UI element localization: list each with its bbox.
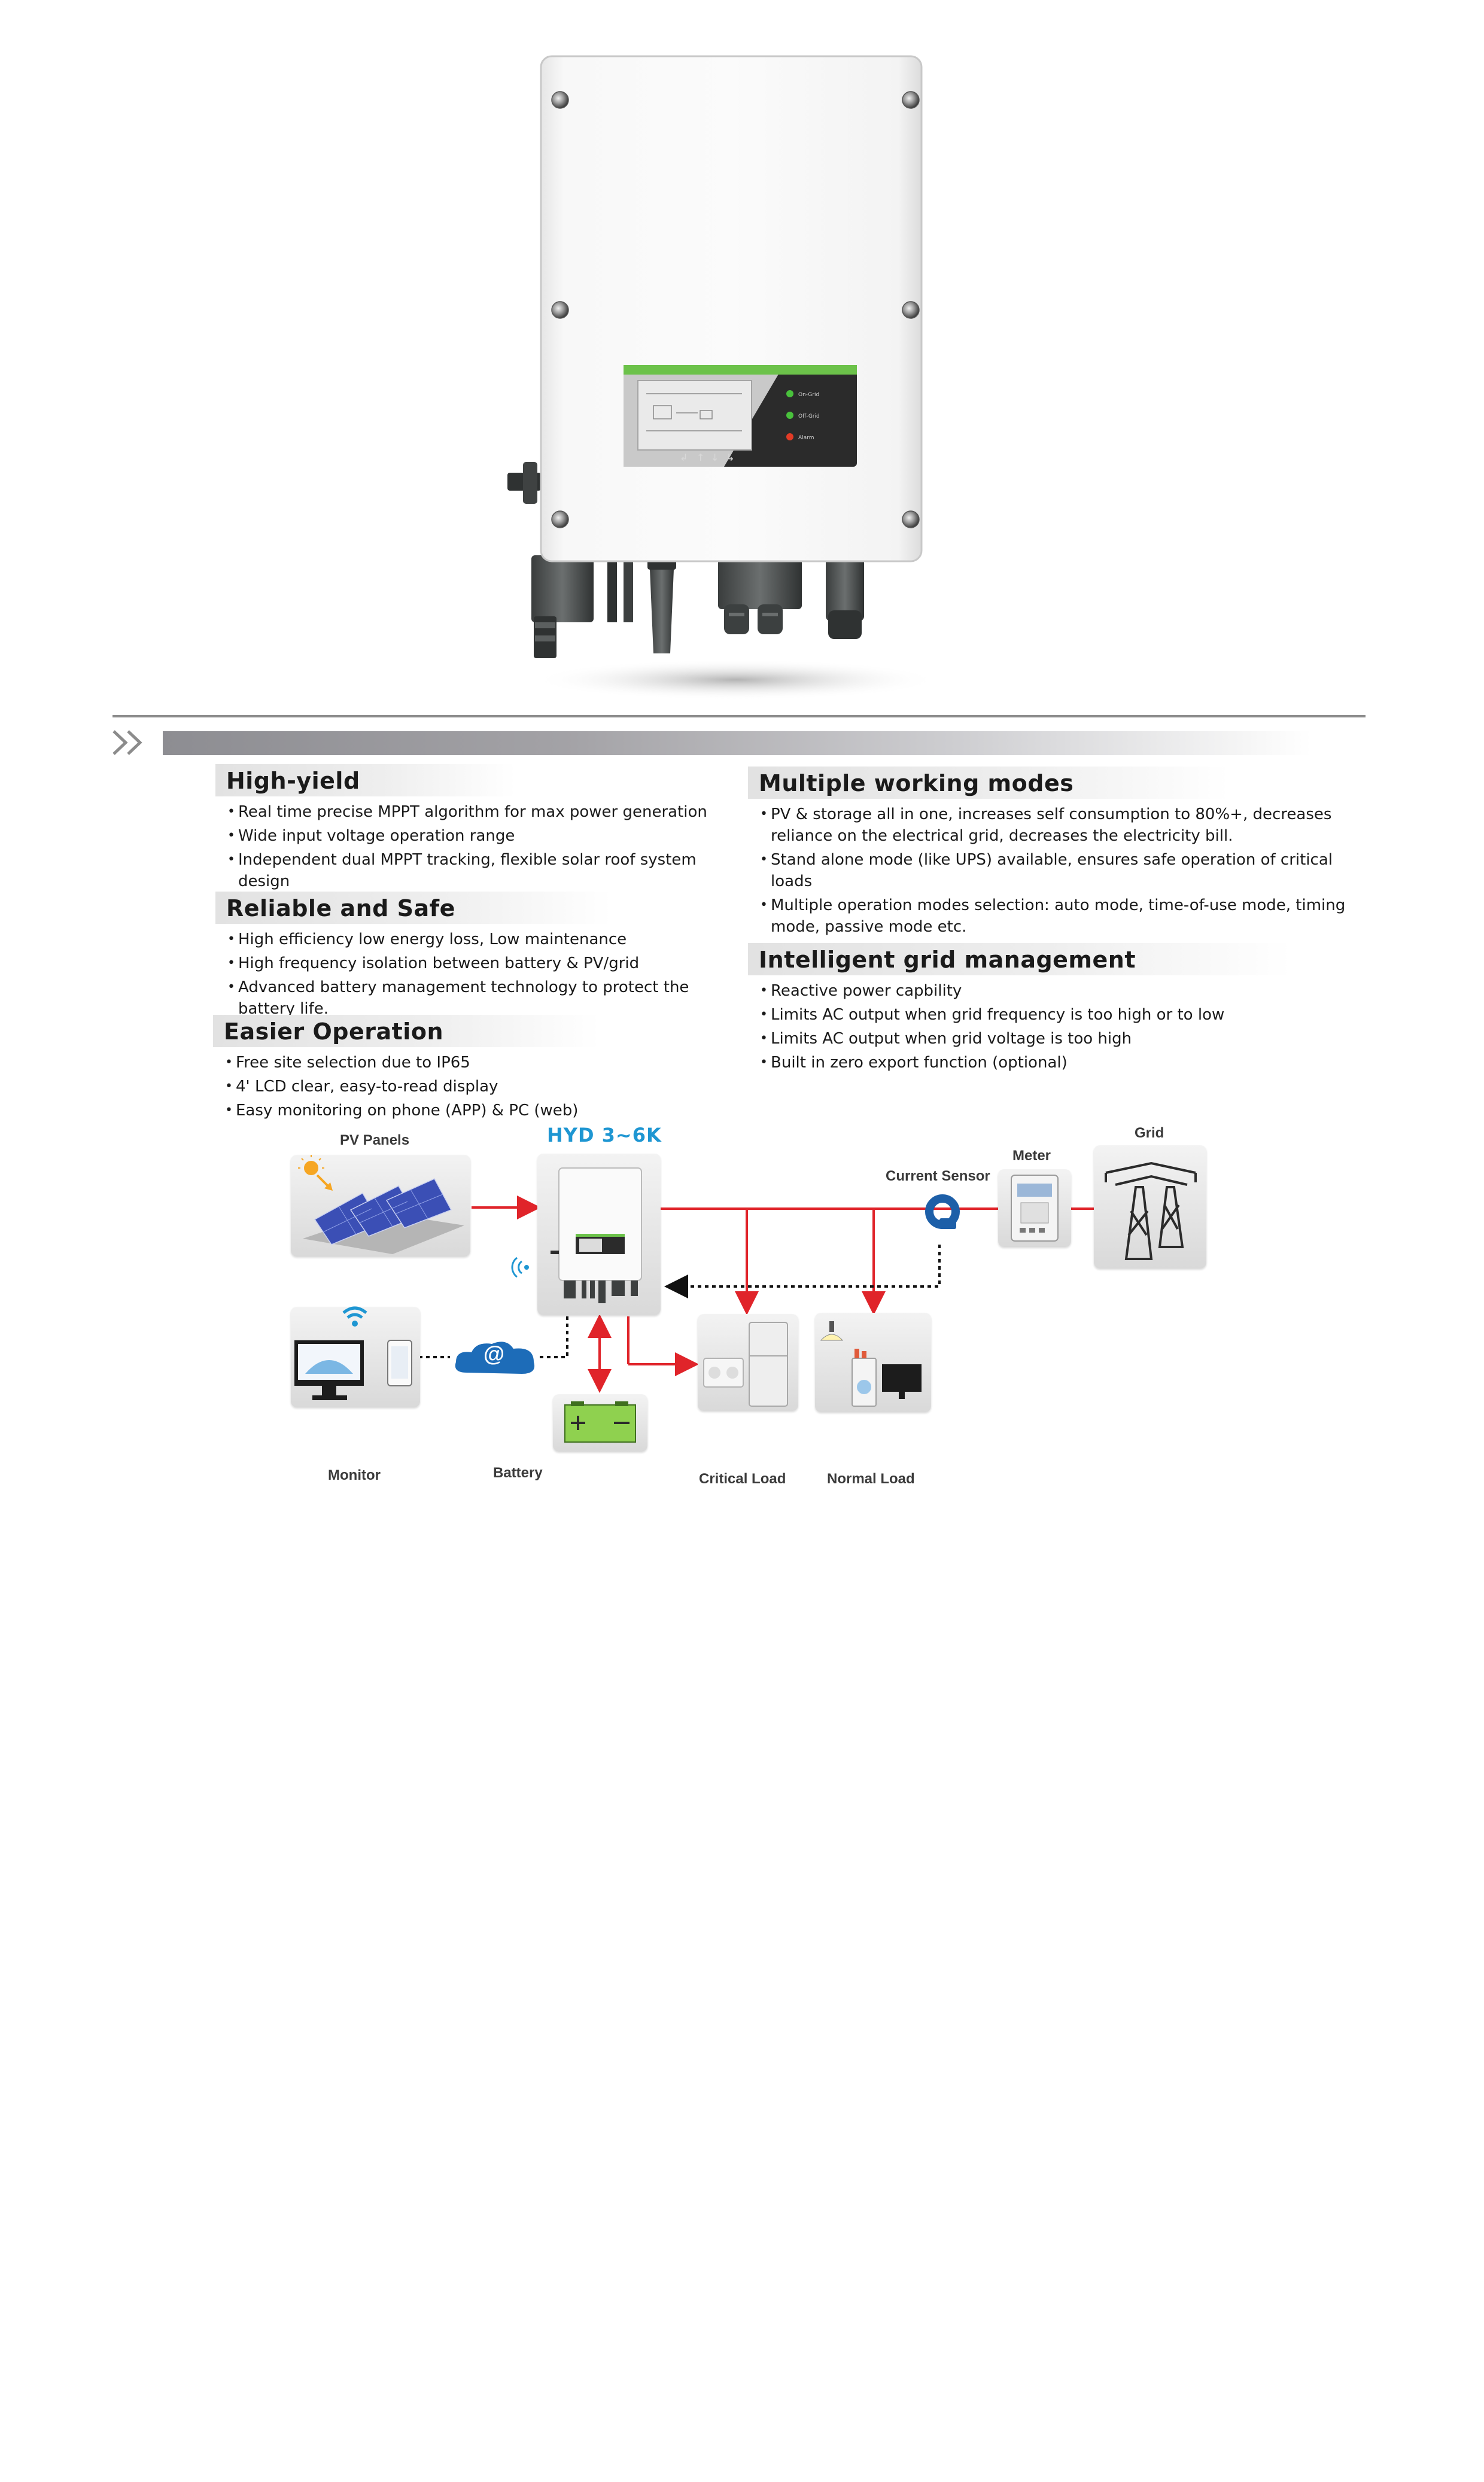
svg-text:↲: ↲	[680, 452, 688, 463]
feature-list: Real time precise MPPT algorithm for max…	[215, 801, 730, 892]
feature-item: Limits AC output when grid voltage is to…	[748, 1028, 1352, 1050]
feature-list: PV & storage all in one, increases self …	[748, 804, 1352, 938]
mounting-screws	[551, 91, 920, 528]
section-title: Multiple working modes	[748, 766, 1230, 799]
double-chevron-icon	[112, 730, 142, 755]
cloud-icon	[455, 1342, 535, 1374]
feature-item: High frequency isolation between battery…	[215, 953, 730, 974]
feature-easier-operation: Easier Operation Free site selection due…	[213, 1015, 728, 1124]
feature-item: Independent dual MPPT tracking, flexible…	[215, 849, 730, 892]
grid-tile	[1094, 1145, 1206, 1269]
feature-item: Real time precise MPPT algorithm for max…	[215, 801, 730, 823]
monitor-icon	[294, 1340, 412, 1400]
feature-item: Free site selection due to IP65	[213, 1052, 728, 1073]
battery-tile	[553, 1394, 647, 1452]
feature-grid-management: Intelligent grid management Reactive pow…	[748, 943, 1352, 1076]
feature-item: Multiple operation modes selection: auto…	[748, 895, 1352, 938]
section-title: High-yield	[215, 764, 516, 796]
svg-text:↑: ↑	[697, 452, 704, 463]
feature-list: Free site selection due to IP65 4' LCD c…	[213, 1052, 728, 1121]
feature-item: Limits AC output when grid frequency is …	[748, 1004, 1352, 1026]
indicator-label-alarm: Alarm	[798, 435, 814, 441]
feature-item: PV & storage all in one, increases self …	[748, 804, 1352, 847]
inverter-tile	[537, 1154, 661, 1315]
feature-item: Advanced battery management technology t…	[215, 977, 730, 1020]
section-divider	[112, 715, 1366, 717]
feature-reliable-safe: Reliable and Safe High efficiency low en…	[215, 892, 730, 1022]
feature-item: 4' LCD clear, easy-to-read display	[213, 1076, 728, 1097]
pv-panels-label: PV Panels	[340, 1132, 410, 1148]
critical-load-label: Critical Load	[699, 1471, 786, 1487]
feature-item: Easy monitoring on phone (APP) & PC (web…	[213, 1100, 728, 1121]
inverter-product-image: On-Grid Off-Grid Alarm ↲ ↑ ↓ ↳	[507, 55, 939, 700]
feature-item: Wide input voltage operation range	[215, 825, 730, 847]
feature-high-yield: High-yield Real time precise MPPT algori…	[215, 764, 730, 895]
critical-load-tile	[698, 1314, 798, 1411]
system-diagram: PV Panels HYD 3~6K Grid Meter Current Se…	[0, 1113, 1484, 1534]
feature-item: High efficiency low energy loss, Low mai…	[215, 929, 730, 950]
meter-tile	[998, 1169, 1071, 1247]
normal-load-label: Normal Load	[827, 1471, 915, 1487]
section-title: Reliable and Safe	[215, 892, 611, 924]
current-sensor-icon	[925, 1194, 960, 1229]
feature-item: Built in zero export function (optional)	[748, 1052, 1352, 1073]
bottom-connectors	[531, 555, 864, 658]
cloud-at-symbol: @	[483, 1342, 505, 1366]
panel-buttons: ↲ ↑ ↓ ↳	[680, 452, 734, 463]
indicator-label-ongrid: On-Grid	[798, 392, 819, 398]
monitor-label: Monitor	[328, 1467, 381, 1483]
control-panel: On-Grid Off-Grid Alarm ↲ ↑ ↓ ↳	[624, 365, 857, 467]
feature-item: Stand alone mode (like UPS) available, e…	[748, 849, 1352, 892]
wireless-signal-icon	[511, 1257, 529, 1278]
inverter-body	[540, 55, 923, 562]
wifi-icon	[342, 1306, 367, 1327]
feature-working-modes: Multiple working modes PV & storage all …	[748, 766, 1352, 940]
meter-label: Meter	[1012, 1148, 1051, 1164]
battery-label: Battery	[493, 1465, 543, 1481]
svg-text:↳: ↳	[726, 452, 734, 463]
meter-icon	[1011, 1175, 1059, 1242]
appliances-icon	[820, 1321, 922, 1407]
section-title: Easier Operation	[213, 1015, 599, 1047]
solar-panel-icon	[298, 1155, 464, 1254]
grid-label: Grid	[1135, 1125, 1164, 1141]
feature-item: Reactive power capbility	[748, 980, 1352, 1002]
battery-icon	[564, 1401, 636, 1443]
gradient-banner	[163, 731, 1312, 755]
current-sensor-label: Current Sensor	[886, 1168, 990, 1184]
inverter-icon	[551, 1167, 642, 1303]
normal-load-tile	[815, 1313, 931, 1412]
feature-list: Reactive power capbility Limits AC outpu…	[748, 980, 1352, 1073]
pv-panels-tile	[291, 1155, 470, 1257]
model-label: HYD 3~6K	[547, 1124, 662, 1146]
indicator-label-offgrid: Off-Grid	[798, 413, 820, 419]
feature-list: High efficiency low energy loss, Low mai…	[215, 929, 730, 1020]
transmission-tower-icon	[1105, 1161, 1197, 1260]
side-connector	[507, 462, 541, 504]
refrigerator-icon	[703, 1322, 788, 1407]
section-title: Intelligent grid management	[748, 943, 1292, 975]
svg-text:↓: ↓	[711, 452, 719, 463]
